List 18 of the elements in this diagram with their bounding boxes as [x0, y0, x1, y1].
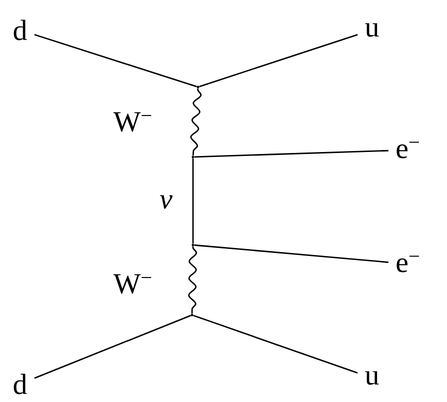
- line: [194, 244, 388, 263]
- particle-label: d: [14, 20, 27, 40]
- line: [34, 314, 191, 379]
- particle-label: e$^{−}$: [396, 256, 419, 272]
- wavy-line: [188, 246, 198, 314]
- line: [192, 158, 194, 244]
- particle-label: u: [365, 23, 379, 37]
- line: [194, 150, 388, 158]
- line: [199, 34, 358, 88]
- particle-label: u: [365, 371, 379, 385]
- edge-label: W$^{−}$: [113, 112, 152, 132]
- wavy-line: [190, 88, 202, 156]
- edge-label: W$^{−}$: [113, 274, 152, 294]
- particle-label: d: [14, 374, 27, 394]
- particle-label: e$^{−}$: [396, 142, 419, 158]
- edge-label: ν: [160, 195, 172, 209]
- line: [34, 34, 197, 88]
- line: [193, 314, 358, 374]
